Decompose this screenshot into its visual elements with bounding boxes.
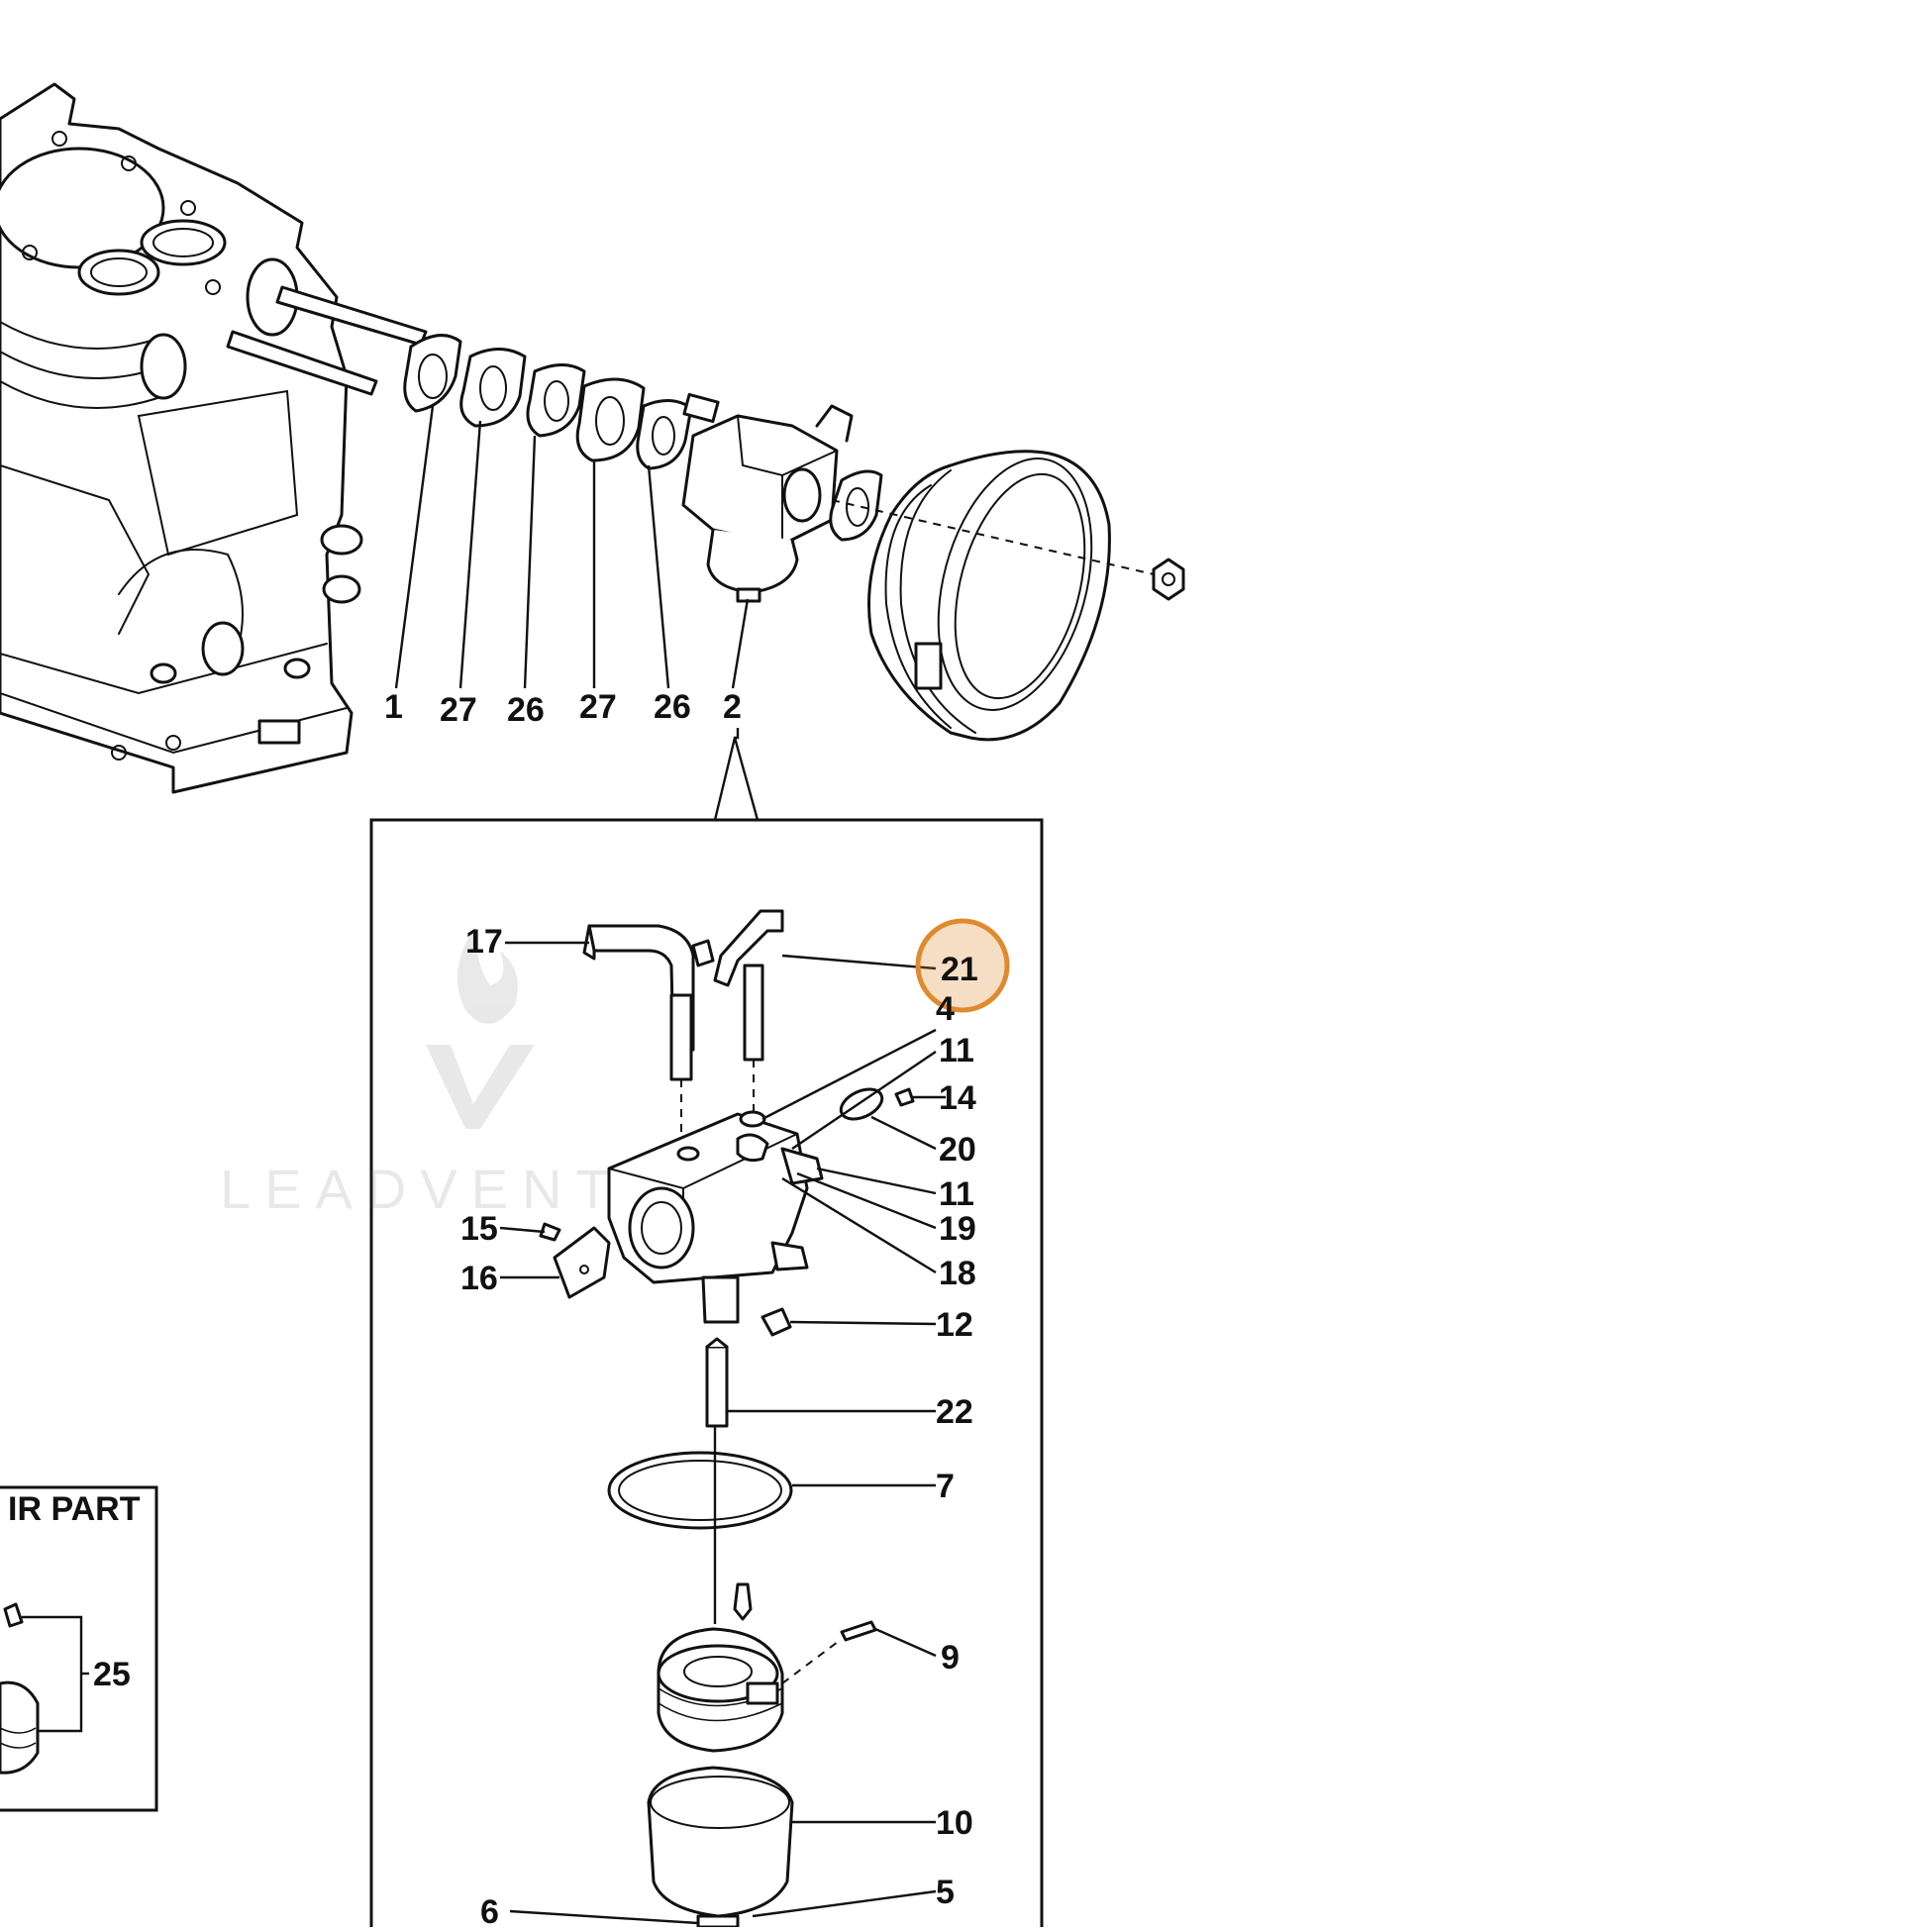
inset-connector (713, 728, 760, 821)
callout-1: 1 (384, 688, 403, 726)
callout-6: 6 (480, 1893, 499, 1927)
callout-12: 12 (936, 1306, 973, 1344)
carburetor-body (607, 1110, 824, 1337)
float-pin-9 (781, 1620, 877, 1684)
diaphragm-20 (839, 1087, 884, 1121)
float-bowl-10 (647, 1766, 794, 1929)
gasket-stack (403, 334, 693, 470)
gasket-26-a (526, 363, 586, 438)
callout-2: 2 (723, 688, 742, 726)
inset-callout-labels: 17 21 4 11 14 20 11 19 18 15 16 12 22 7 … (460, 918, 1010, 1931)
watermark-logo: LEADVENT (220, 926, 624, 1220)
callout-7: 7 (936, 1468, 955, 1505)
callout-26-a: 26 (507, 691, 545, 729)
wing-nut (1152, 558, 1185, 601)
callout-16: 16 (460, 1260, 498, 1297)
callout-22: 22 (936, 1393, 973, 1431)
callout-11-b: 11 (939, 1175, 974, 1213)
callout-26-b: 26 (654, 688, 691, 726)
carburetor-main (681, 392, 854, 603)
needle-valve (733, 1582, 753, 1621)
watermark-text: LEADVENT (220, 1158, 624, 1220)
side-panel-label: IR PART (8, 1490, 141, 1528)
inset-leader-lines (499, 941, 946, 1925)
gasket-26-b (636, 399, 693, 470)
exploded-inset-frame (369, 818, 1044, 1927)
main-jet-22 (705, 1337, 729, 1428)
callout-4: 4 (936, 990, 955, 1028)
callout-27-a: 27 (440, 691, 477, 729)
insulator-27-b (575, 377, 646, 462)
air-cleaner-gasket (829, 469, 883, 542)
callout-27-b: 27 (579, 688, 617, 726)
callout-14: 14 (939, 1079, 976, 1117)
choke-lever-17 (582, 924, 715, 1159)
float-assembly (657, 1627, 784, 1753)
o-ring-7 (607, 1451, 793, 1530)
plate-16 (553, 1226, 611, 1299)
highlight-marker-21[interactable] (915, 918, 1010, 1013)
callout-25: 25 (93, 1656, 131, 1693)
callout-18: 18 (939, 1255, 976, 1292)
callout-21: 21 (941, 951, 978, 988)
callout-10: 10 (936, 1804, 973, 1842)
upper-leader-lines (394, 405, 750, 689)
insulator-27-a (459, 348, 527, 428)
callout-15: 15 (460, 1210, 498, 1248)
callout-9: 9 (941, 1639, 960, 1677)
side-repair-part-panel: IR PART 25 (0, 1485, 158, 1812)
screw-14 (894, 1087, 915, 1107)
callout-5: 5 (936, 1874, 955, 1911)
manifold-studs (226, 285, 428, 396)
upper-callout-labels: 1 27 26 27 26 2 (384, 688, 742, 729)
callout-17: 17 (465, 923, 503, 961)
engine-block-illustration (0, 82, 363, 794)
gasket-1 (403, 334, 462, 413)
throttle-lever-21 (713, 909, 784, 1119)
air-cleaner-assembly (831, 450, 1155, 742)
callout-20: 20 (939, 1131, 976, 1169)
callout-11-a: 11 (939, 1032, 974, 1069)
callout-19: 19 (939, 1210, 976, 1248)
